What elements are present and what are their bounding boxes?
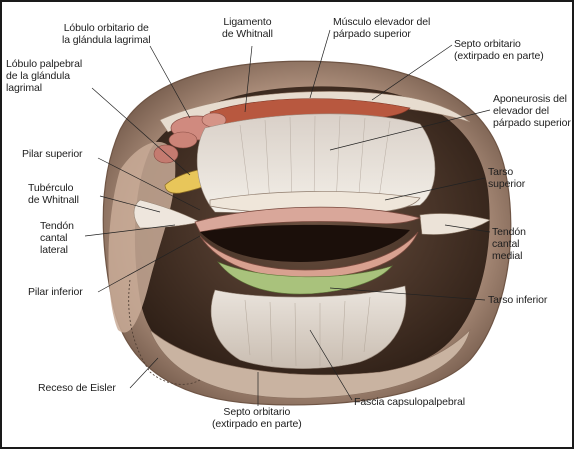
label-receso-eisler: Receso de Eisler — [38, 382, 116, 394]
label-musculo-elevador: Músculo elevador del párpado superior — [333, 16, 430, 40]
label-tuberculo-whitnall: Tubérculo de Whitnall — [28, 182, 79, 206]
label-tarso-inferior: Tarso inferior — [488, 294, 547, 306]
label-septo-orbitario-superior: Septo orbitario (extirpado en parte) — [454, 38, 544, 62]
label-pilar-superior: Pilar superior — [22, 148, 82, 160]
label-tendon-lateral: Tendón cantal lateral — [40, 220, 74, 256]
label-fascia-capsulopalpebral: Fascia capsulopalpebral — [354, 396, 465, 408]
label-ligamento-whitnall: Ligamento de Whitnall — [222, 16, 273, 40]
label-tendon-medial: Tendón cantal medial — [492, 226, 526, 262]
label-tarso-superior: Tarso superior — [488, 166, 525, 190]
label-aponeurosis: Aponeurosis del elevador del párpado sup… — [493, 93, 571, 129]
label-pilar-inferior: Pilar inferior — [28, 286, 83, 298]
label-septo-orbitario-inferior: Septo orbitario (extirpado en parte) — [212, 406, 302, 430]
label-lobulo-palpebral: Lóbulo palpebral de la glándula lagrimal — [6, 58, 82, 94]
label-lobulo-orbitario: Lóbulo orbitario de la glándula lagrimal — [62, 22, 150, 46]
